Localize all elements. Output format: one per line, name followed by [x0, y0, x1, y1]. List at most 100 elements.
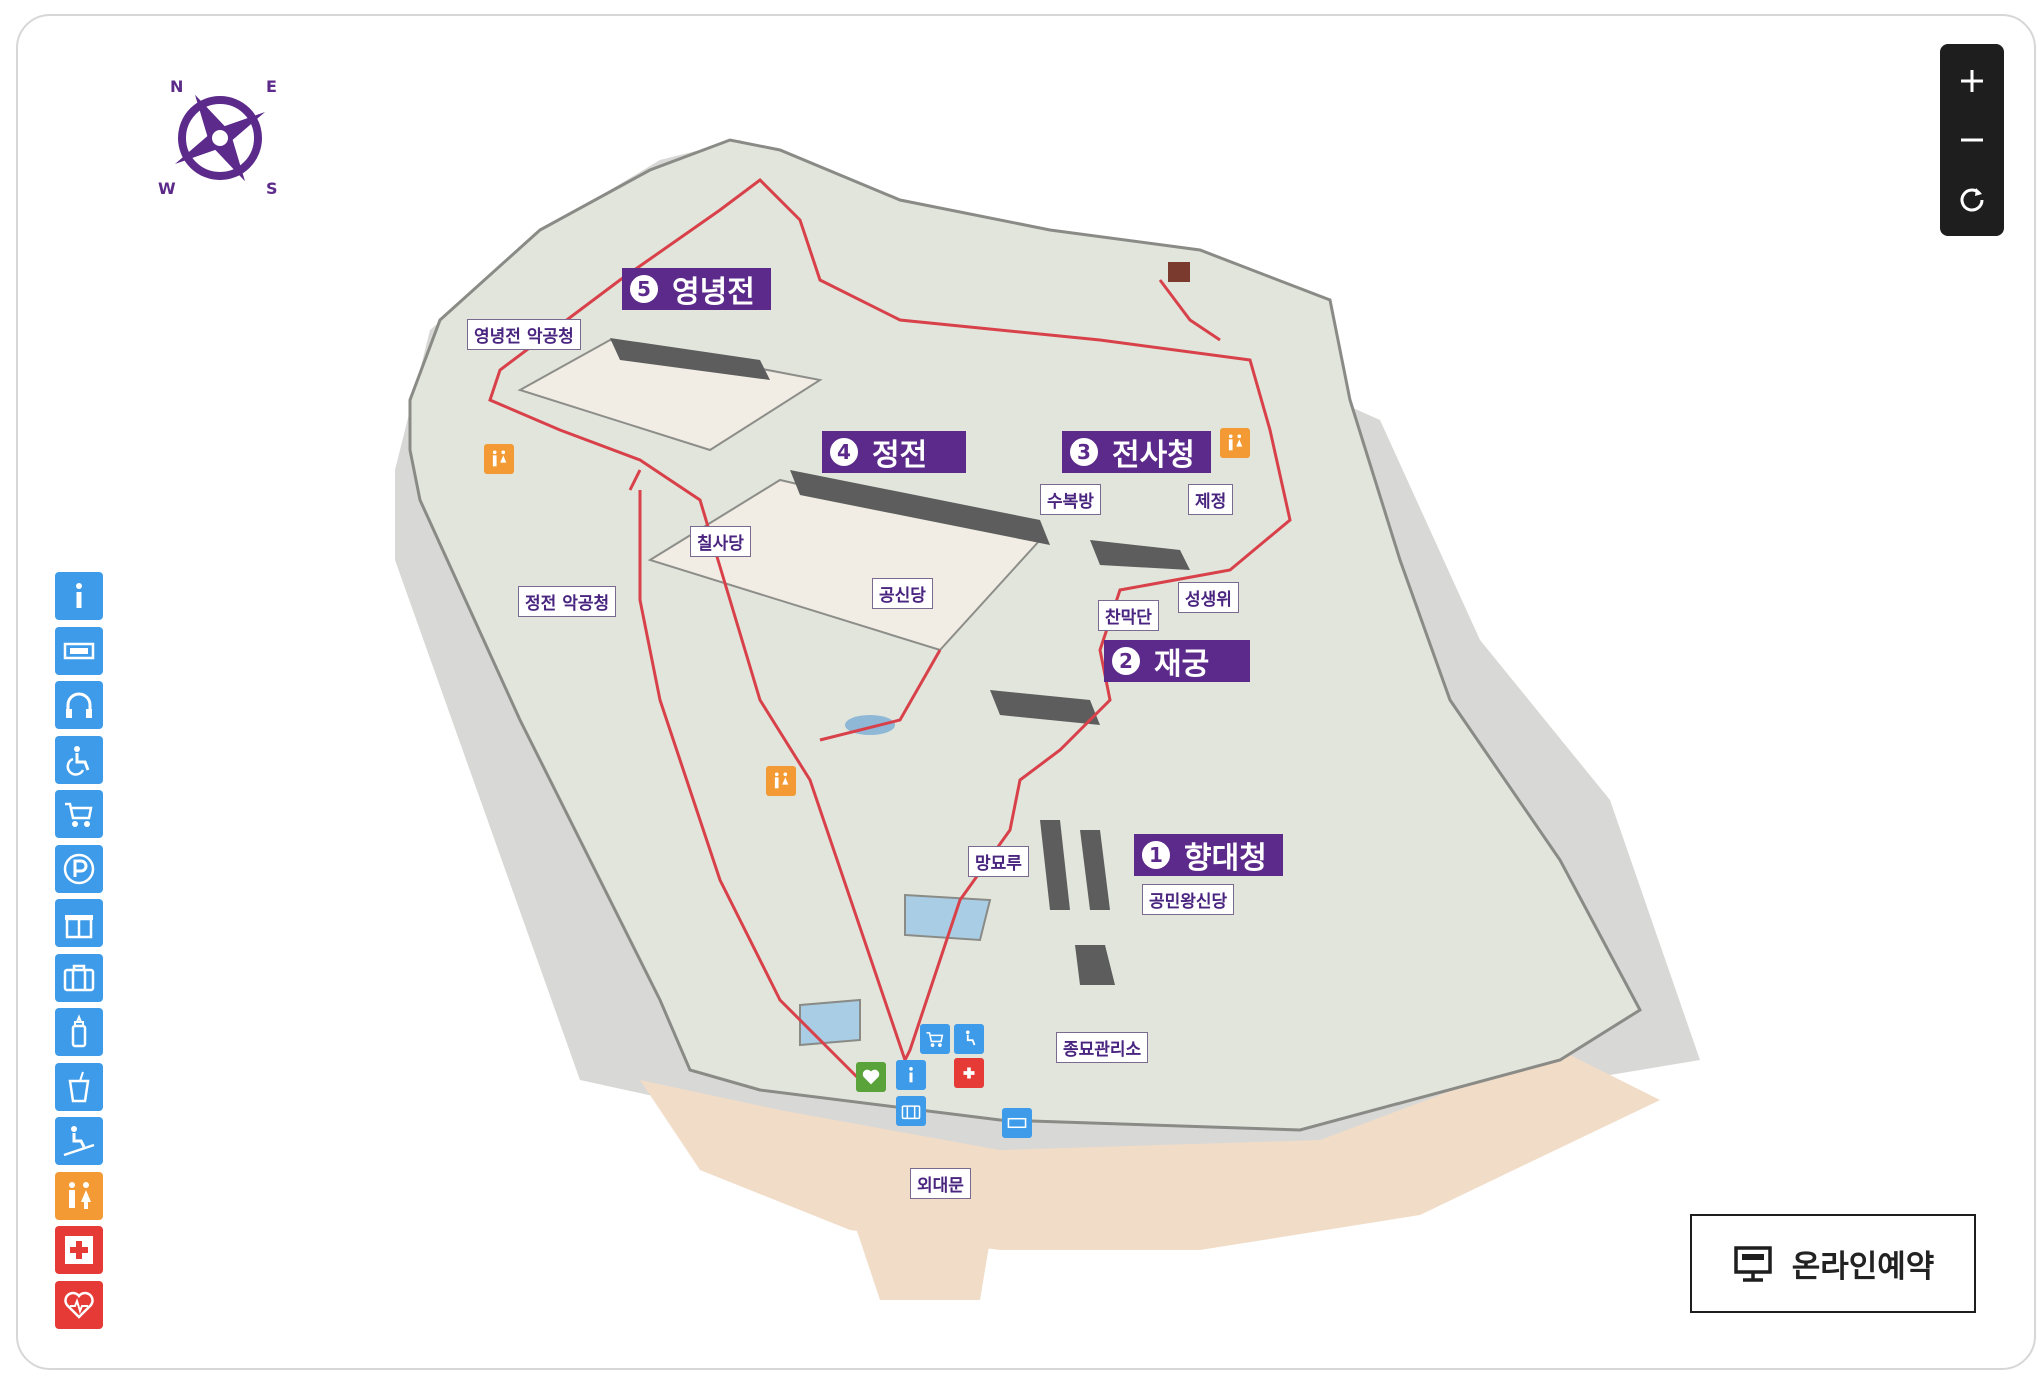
legend-aed[interactable]	[55, 1280, 103, 1329]
building-name: 전사청	[1112, 438, 1195, 473]
building-name: 정전	[872, 438, 928, 473]
refresh-icon	[1960, 187, 1984, 212]
restroom-icon	[1228, 434, 1243, 451]
label-chanmakdan[interactable]: 찬막단	[1098, 600, 1159, 631]
legend-locker[interactable]	[55, 953, 103, 1002]
map-roof-jeongjeon	[790, 470, 1050, 545]
legend-wheelchair[interactable]	[55, 735, 103, 784]
restroom-icon	[69, 1181, 91, 1209]
map-stroller[interactable]	[920, 1024, 950, 1054]
drink-icon	[68, 1071, 90, 1102]
compass-n: N	[170, 77, 183, 96]
aed-icon	[64, 1291, 94, 1319]
building-label-5[interactable]: 5 영녕전	[622, 268, 771, 310]
gift-icon	[65, 915, 93, 939]
monitor-icon	[1733, 1245, 1772, 1282]
label-oedaemun[interactable]: 외대문	[910, 1168, 971, 1199]
parking-icon	[63, 853, 95, 884]
legend-stroller[interactable]	[55, 790, 103, 838]
label-gongmin[interactable]: 공민왕신당	[1142, 884, 1235, 915]
map-locker[interactable]	[896, 1096, 926, 1126]
online-reservation-button[interactable]: 온라인예약	[1690, 1214, 1976, 1313]
legend-ticket[interactable]	[55, 626, 103, 675]
map-roof-jaegung	[990, 690, 1100, 725]
legend-drinks[interactable]	[55, 1062, 103, 1111]
label-chilsadang[interactable]: 칠사당	[690, 526, 751, 557]
compass-e: E	[266, 77, 277, 96]
facility-legend	[55, 572, 103, 1329]
map-first-aid[interactable]	[954, 1058, 984, 1088]
map-route	[488, 178, 1292, 1064]
zoom-in-button[interactable]	[1948, 57, 1996, 105]
info-icon	[909, 1067, 913, 1083]
map-roof-hyangdae	[1040, 820, 1070, 910]
map-ticket[interactable]	[1002, 1108, 1032, 1138]
label-jongmyo-office[interactable]: 종묘관리소	[1056, 1032, 1149, 1063]
headphones-icon	[66, 692, 92, 718]
map-info[interactable]	[896, 1060, 926, 1090]
map-roof-jeonsa	[1090, 540, 1190, 570]
building-name: 영녕전	[672, 275, 755, 310]
building-number: 5	[628, 273, 660, 305]
building-number: 2	[1110, 645, 1142, 677]
legend-restroom[interactable]	[55, 1171, 103, 1220]
map-pond-3	[799, 998, 861, 1047]
plus-icon	[1961, 70, 1983, 93]
restroom-icon	[492, 450, 507, 467]
locker-icon	[901, 1105, 921, 1120]
compass-s: S	[266, 179, 278, 198]
map-route-2	[638, 490, 862, 1082]
legend-wheelchair-ramp[interactable]	[55, 1117, 103, 1165]
building-label-4[interactable]: 4 정전	[822, 431, 966, 473]
map-aed[interactable]	[856, 1062, 886, 1092]
map-roof-hyangdae2	[1080, 830, 1110, 910]
stroller-icon	[65, 802, 93, 827]
aed-icon	[862, 1069, 880, 1085]
first-aid-icon	[963, 1067, 975, 1079]
legend-first-aid[interactable]	[55, 1226, 103, 1274]
map-restroom-3[interactable]	[766, 766, 796, 796]
map-entrance-road	[840, 1180, 1000, 1300]
minus-icon	[1961, 138, 1983, 142]
label-gongsindang[interactable]: 공신당	[872, 578, 933, 609]
map-roof-yeongnyeong	[610, 338, 770, 380]
map-wheelchair[interactable]	[954, 1024, 984, 1054]
restroom-icon	[774, 772, 789, 789]
legend-audio-guide[interactable]	[55, 681, 103, 729]
map-restroom-2[interactable]	[1220, 428, 1250, 458]
label-jejeong[interactable]: 제정	[1188, 484, 1234, 515]
label-yeongnyeong-akgong[interactable]: 영녕전 악공청	[467, 319, 581, 350]
zoom-out-button[interactable]	[1948, 116, 1996, 164]
legend-parking[interactable]	[55, 844, 103, 893]
map-gate-tower	[1168, 262, 1190, 282]
label-subokbang[interactable]: 수복방	[1040, 484, 1101, 515]
building-number: 3	[1068, 436, 1100, 468]
building-label-2[interactable]: 2 재궁	[1104, 640, 1250, 682]
compass-w: W	[158, 179, 176, 198]
ticket-icon	[63, 642, 95, 659]
label-seongsaengwi[interactable]: 성생위	[1178, 582, 1239, 613]
legend-nursing-room[interactable]	[55, 1008, 103, 1056]
building-label-3[interactable]: 3 전사청	[1062, 431, 1211, 473]
label-mangmyoru[interactable]: 망묘루	[968, 846, 1029, 877]
label-jeongjeon-akgong[interactable]: 정전 악공청	[518, 586, 617, 617]
legend-info[interactable]	[55, 572, 103, 620]
building-number: 4	[828, 436, 860, 468]
map-roof-office	[1075, 945, 1115, 985]
building-name: 향대청	[1184, 841, 1267, 876]
zoom-reset-button[interactable]	[1948, 175, 1996, 223]
legend-gift-shop[interactable]	[55, 899, 103, 947]
wheelchair-ramp-icon	[63, 1126, 95, 1157]
info-icon	[76, 583, 82, 608]
first-aid-icon	[65, 1236, 93, 1264]
building-label-1[interactable]: 1 향대청	[1134, 834, 1283, 876]
ticket-icon	[1007, 1117, 1027, 1129]
wheelchair-icon	[965, 1030, 976, 1046]
compass-icon: N E S W	[158, 77, 278, 198]
baby-bottle-icon	[71, 1014, 87, 1048]
map-restroom-1[interactable]	[484, 444, 514, 474]
stroller-icon	[926, 1032, 944, 1047]
locker-icon	[63, 964, 95, 991]
building-number: 1	[1140, 839, 1172, 871]
